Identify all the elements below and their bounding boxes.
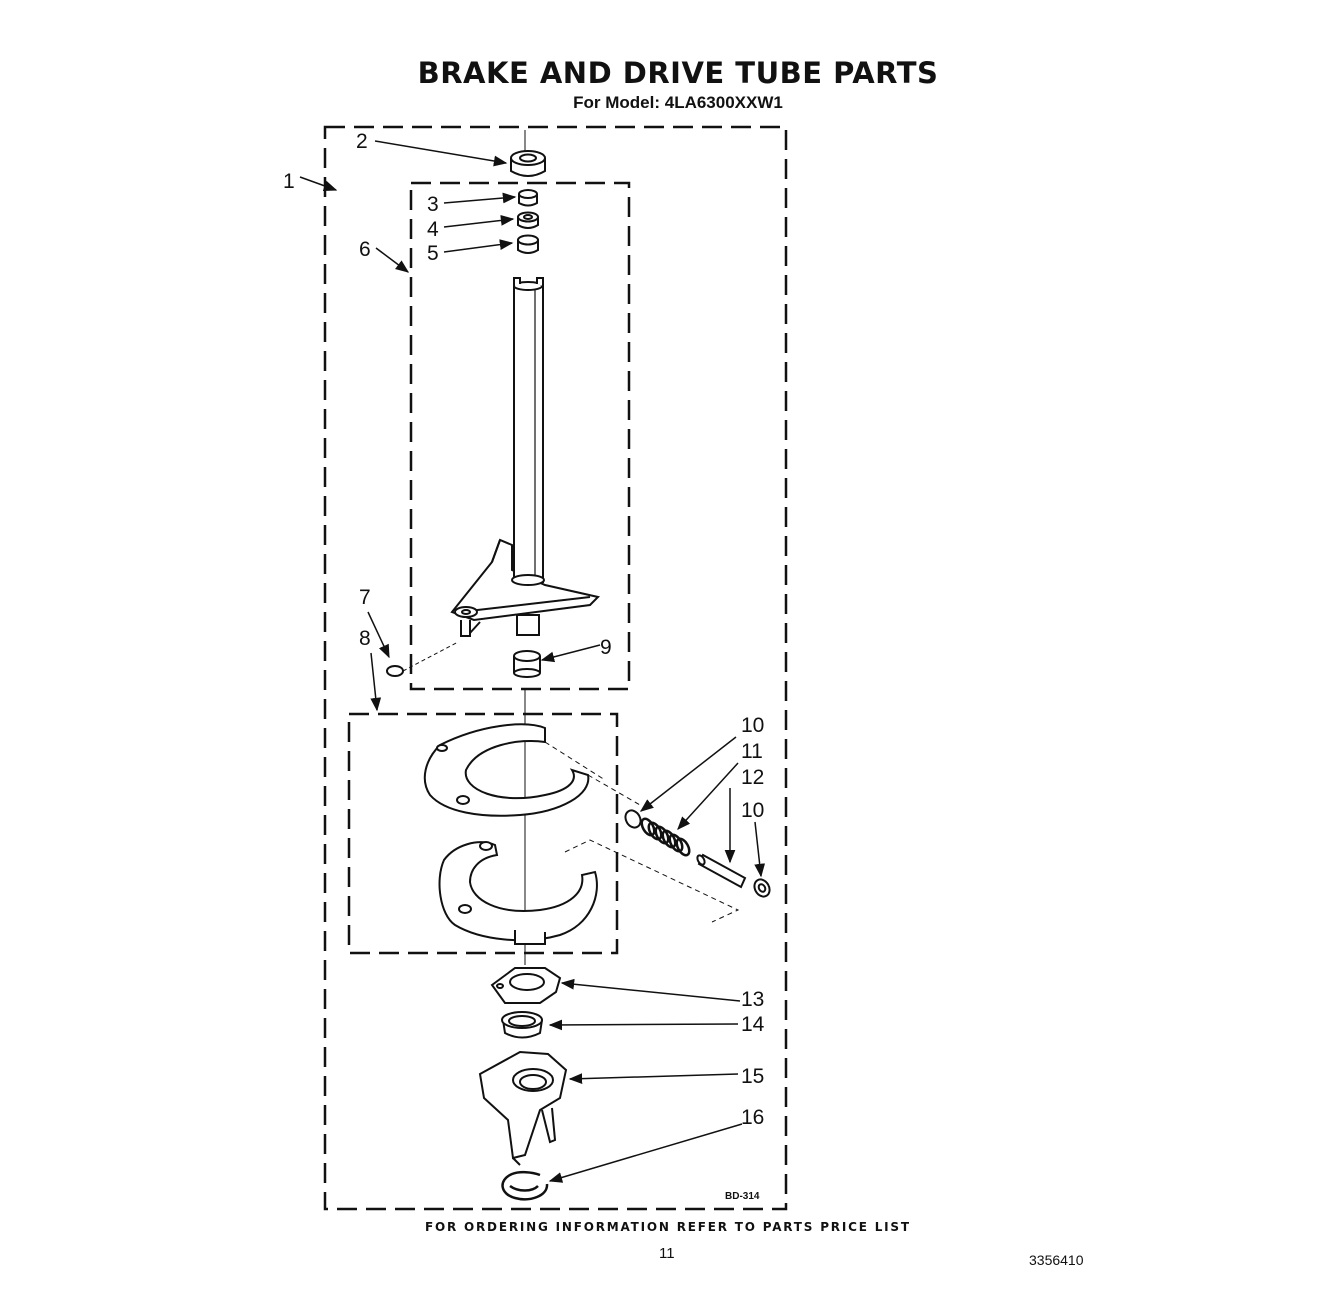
callout-10-lower: 10 (741, 799, 764, 822)
callout-9: 9 (600, 636, 612, 659)
callout-14: 14 (741, 1013, 765, 1036)
part-9-bushing (513, 650, 541, 678)
part-13-plate (490, 967, 562, 1004)
callout-7: 7 (359, 586, 371, 609)
part-12-pin (696, 853, 747, 889)
part-5-bushing (517, 234, 539, 254)
assembly-box-8 (347, 712, 619, 955)
callout-2: 2 (356, 130, 368, 153)
callout-11: 11 (741, 740, 763, 763)
part-15-cam (478, 1050, 568, 1166)
brake-shoe-upper (423, 723, 641, 817)
assembly-box-1 (323, 125, 788, 1211)
callout-12: 12 (741, 766, 764, 789)
callout-13: 13 (741, 988, 764, 1011)
callout-4: 4 (427, 218, 439, 241)
brake-shoe-lower (438, 839, 740, 945)
part-10-washer-right (753, 878, 771, 898)
part-8-clip (386, 641, 459, 677)
callout-3: 3 (427, 193, 439, 216)
page-number: 11 (659, 1245, 675, 1262)
callout-5: 5 (427, 242, 439, 265)
callout-10-upper: 10 (741, 714, 764, 737)
callout-1: 1 (283, 170, 295, 193)
ordering-note: FOR ORDERING INFORMATION REFER TO PARTS … (425, 1220, 911, 1234)
model-subtitle: For Model: 4LA6300XXW1 (573, 93, 783, 112)
document-number: 3356410 (1029, 1252, 1084, 1268)
drawing-code: BD-314 (725, 1191, 760, 1202)
callout-6: 6 (359, 238, 371, 261)
callout-16: 16 (741, 1106, 764, 1129)
page-title: BRAKE AND DRIVE TUBE PARTS (417, 56, 939, 90)
part-2-seal (510, 150, 546, 177)
callout-8: 8 (359, 627, 371, 650)
part-14-ring (501, 1011, 543, 1039)
part-4-ring (517, 211, 539, 229)
assembly-box-6 (409, 181, 631, 691)
part-3-ring (518, 189, 538, 207)
callout-15: 15 (741, 1065, 764, 1088)
part-11-spring (640, 817, 691, 857)
part-6-drive-tube (450, 277, 600, 637)
part-10-washer-left (624, 809, 642, 829)
part-16-snap-ring (501, 1170, 549, 1201)
